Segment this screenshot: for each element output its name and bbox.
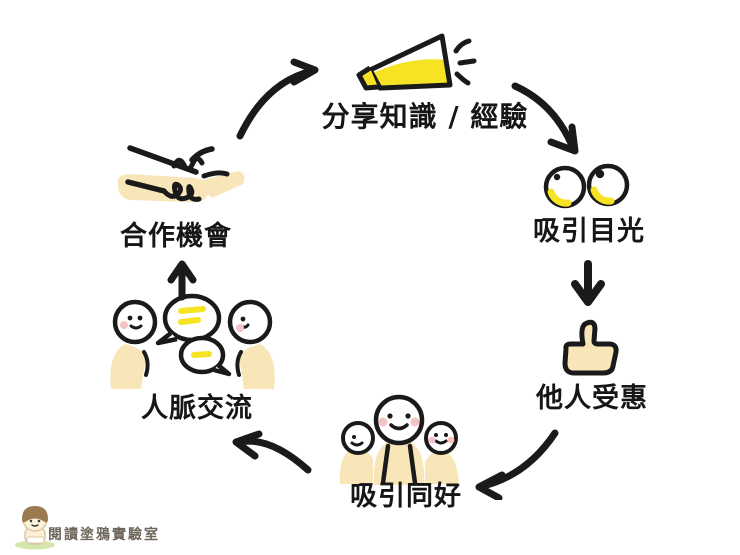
arrow-network-to-cooperation bbox=[167, 260, 197, 301]
thumbs-up-icon bbox=[562, 319, 619, 376]
people-talking-icon bbox=[110, 293, 275, 389]
node-label-others-benefit: 他人受惠 bbox=[536, 383, 648, 414]
node-label-attract-likeminded: 吸引同好 bbox=[350, 481, 462, 512]
node-label-network-exchange: 人脈交流 bbox=[141, 393, 253, 424]
arrow-cooperation-to-share bbox=[236, 58, 319, 140]
handshake-icon bbox=[117, 145, 245, 203]
watermark-mascot-icon bbox=[15, 506, 55, 550]
eyes-icon bbox=[543, 163, 630, 209]
megaphone-icon bbox=[356, 33, 477, 91]
node-label-share-knowledge: 分享知識 / 經驗 bbox=[321, 100, 529, 133]
people-group-icon bbox=[339, 394, 459, 485]
arrow-likeminded-to-network bbox=[232, 430, 312, 474]
node-label-attract-attention: 吸引目光 bbox=[533, 216, 645, 247]
arrow-benefit-to-likeminded bbox=[475, 429, 559, 500]
watermark-text: 閱讀塗鴉實驗室 bbox=[48, 527, 160, 543]
arrow-share-to-attention bbox=[511, 82, 579, 155]
arrow-attention-to-benefit bbox=[571, 260, 605, 306]
node-label-cooperation-opportunity: 合作機會 bbox=[120, 221, 232, 252]
